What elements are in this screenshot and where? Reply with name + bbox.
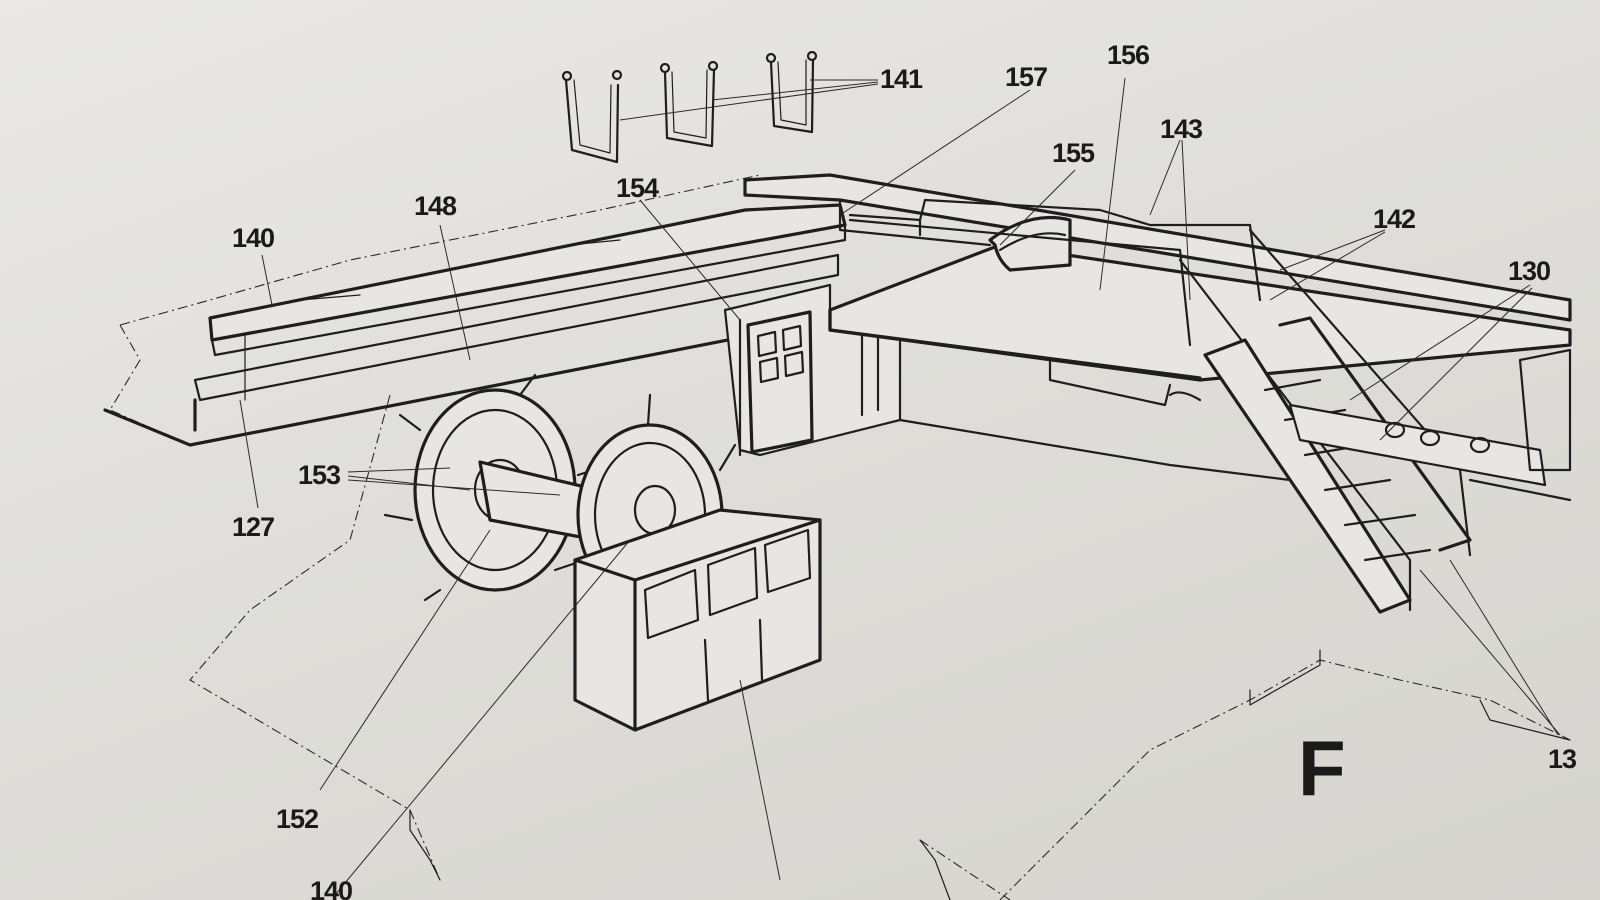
callout-143: 143 bbox=[1160, 114, 1203, 144]
callout-140: 140 bbox=[232, 223, 274, 253]
sheet-letter: F bbox=[1298, 724, 1346, 812]
callout-labels: 141 157 156 143 155 148 154 140 142 130 … bbox=[232, 40, 1578, 900]
callout-157: 157 bbox=[1005, 62, 1047, 92]
rail-beam bbox=[103, 203, 847, 447]
binnacle-box bbox=[573, 508, 822, 732]
pin-rail bbox=[1168, 348, 1572, 487]
callout-154: 154 bbox=[616, 173, 659, 203]
callout-130: 130 bbox=[1508, 256, 1550, 286]
callout-140-bottom: 140 bbox=[310, 876, 352, 900]
callout-156: 156 bbox=[1107, 40, 1150, 70]
callout-141: 141 bbox=[880, 64, 923, 94]
companion-hatch bbox=[988, 216, 1072, 272]
callout-155: 155 bbox=[1052, 138, 1095, 168]
callout-127: 127 bbox=[232, 512, 274, 542]
callout-153: 153 bbox=[298, 460, 341, 490]
deck-outline bbox=[109, 174, 1571, 900]
callout-148: 148 bbox=[414, 191, 457, 221]
u-hooks-141 bbox=[561, 50, 818, 164]
leader-lines bbox=[239, 77, 1561, 896]
callout-152: 152 bbox=[276, 804, 318, 834]
callout-142: 142 bbox=[1373, 204, 1415, 234]
callout-13-partial: 13 bbox=[1548, 744, 1577, 774]
